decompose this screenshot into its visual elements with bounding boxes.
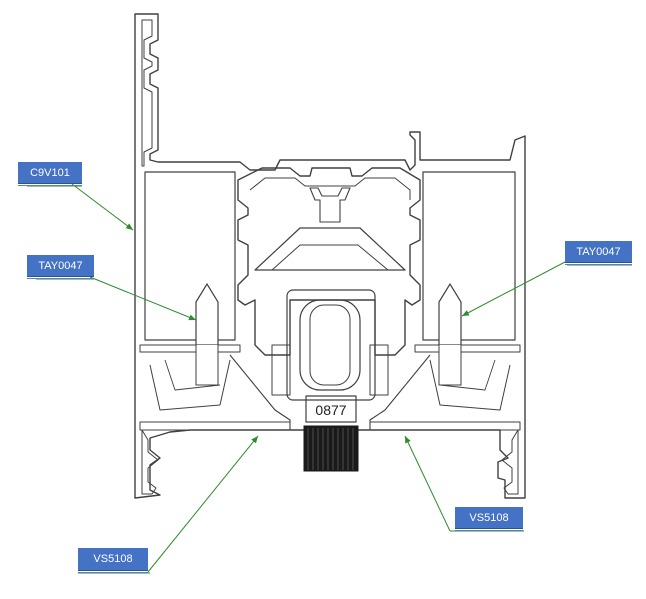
right-chamber bbox=[422, 171, 516, 341]
leader-c9v101 bbox=[71, 183, 134, 231]
brush-gasket bbox=[303, 425, 359, 472]
label-c9v101: C9V101 bbox=[18, 162, 82, 186]
left-chamber bbox=[144, 171, 236, 341]
part-stamp-box bbox=[305, 395, 357, 423]
label-vs5108-left: VS5108 bbox=[78, 548, 148, 573]
label-tay0047-right: TAY0047 bbox=[565, 241, 632, 265]
leader-tay-left bbox=[89, 276, 197, 321]
central-sash-frame bbox=[237, 167, 421, 356]
left-jamb-profile bbox=[134, 13, 526, 499]
leader-vs-right bbox=[404, 435, 451, 532]
part-stamp-text: 0877 bbox=[315, 402, 346, 418]
right-insert bbox=[438, 282, 462, 346]
left-insert bbox=[195, 282, 219, 346]
leader-vs-left bbox=[147, 435, 259, 573]
label-tay0047-left: TAY0047 bbox=[27, 255, 94, 279]
label-vs5108-right: VS5108 bbox=[455, 507, 523, 531]
leader-tay-right bbox=[461, 261, 566, 317]
